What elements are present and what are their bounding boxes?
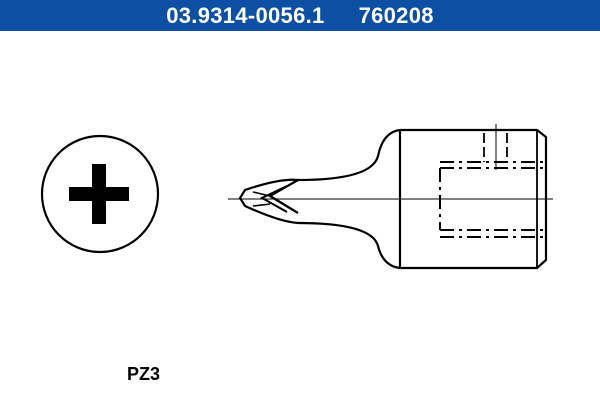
technical-drawing — [40, 124, 553, 270]
shaft-lower-fillet — [297, 221, 401, 270]
bit-front-view — [40, 134, 160, 254]
tip-flute-inner — [259, 185, 288, 213]
tip-flute-upper — [267, 179, 299, 214]
pozidriv-cross-icon — [69, 164, 129, 224]
tip-outline — [238, 178, 299, 225]
tip-flute-lines — [252, 191, 271, 207]
shank-outline — [400, 128, 548, 270]
hidden-cross-hole — [483, 133, 508, 162]
header-bar: 03.9314-0056.1 760208 — [0, 0, 600, 31]
bit-head-circle — [40, 134, 160, 254]
bit-side-view — [228, 124, 553, 270]
part-number: 03.9314-0056.1 — [166, 2, 325, 28]
bit-size-label: PZ3 — [127, 364, 161, 384]
product-code: 760208 — [358, 2, 434, 28]
shaft-upper-fillet — [297, 128, 401, 182]
hidden-bore — [439, 161, 546, 238]
